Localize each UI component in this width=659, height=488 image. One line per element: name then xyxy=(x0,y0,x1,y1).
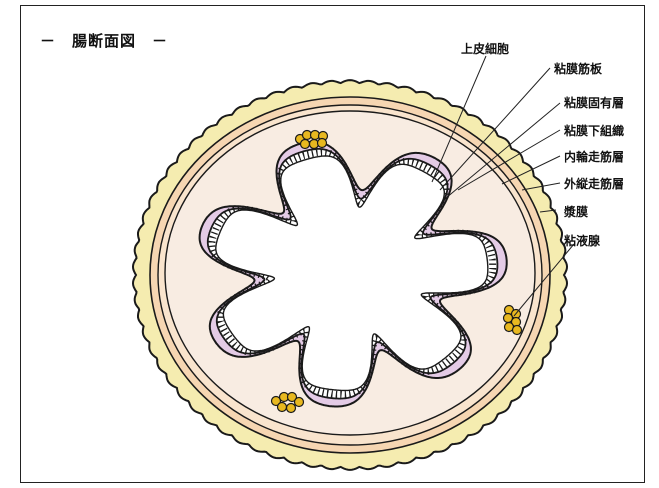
label-serosa: 漿膜 xyxy=(564,203,588,220)
label-outer-longitudinal-muscle: 外縦走筋層 xyxy=(564,175,624,192)
label-lamina-propria: 粘膜固有層 xyxy=(564,94,624,111)
label-muscularis-mucosae: 粘膜筋板 xyxy=(554,60,602,77)
label-mucous-gland: 粘液腺 xyxy=(564,232,600,249)
label-epithelium: 上皮細胞 xyxy=(461,40,509,57)
label-inner-circular-muscle: 内輪走筋層 xyxy=(564,148,624,165)
label-submucosa: 粘膜下組織 xyxy=(564,122,624,139)
